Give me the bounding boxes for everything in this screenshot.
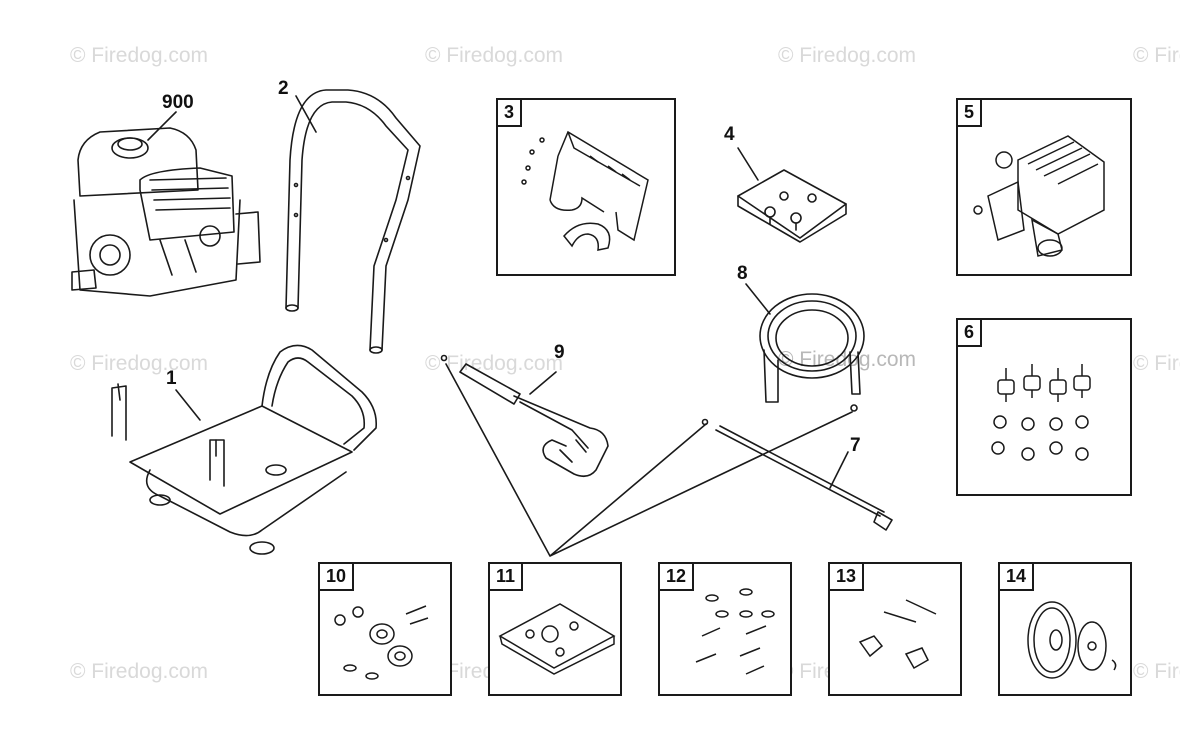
frame-drawing[interactable] (111, 344, 378, 555)
spray-gun-drawing[interactable] (440, 354, 609, 478)
box-number-12: 12 (660, 564, 695, 591)
holder-plate-drawing (498, 603, 616, 675)
watermark: © Firedog.com (425, 44, 564, 67)
box-number-13: 13 (830, 564, 865, 591)
leader-9 (529, 371, 557, 395)
bolts-washers-drawing (695, 588, 775, 675)
box-number-10: 10 (320, 564, 355, 591)
part-box-11[interactable]: 11 (488, 562, 622, 696)
part-box-14[interactable]: 14 (998, 562, 1132, 696)
lance-drawing[interactable] (701, 418, 893, 531)
watermark: © Firedog.com (70, 352, 209, 375)
leader-900 (147, 111, 177, 141)
leader-2 (295, 95, 317, 133)
part-box-3[interactable]: 3 (496, 98, 676, 276)
wheel-drawing (1027, 601, 1117, 679)
leader-4 (737, 147, 759, 181)
part-box-6[interactable]: 6 (956, 318, 1132, 496)
wheel-spacer-drawing (334, 605, 429, 680)
callout-9: 9 (554, 342, 565, 363)
leader-11 (445, 363, 853, 557)
box-number-3: 3 (498, 100, 523, 127)
box-number-5: 5 (958, 100, 983, 127)
hose-drawing[interactable] (759, 293, 865, 412)
leader-1 (175, 389, 201, 421)
callout-4: 4 (724, 124, 735, 145)
leader-8 (745, 283, 771, 315)
hardware-bag-drawing[interactable] (737, 169, 847, 243)
watermark: © Firedog.com (70, 44, 209, 67)
engine-drawing[interactable] (71, 127, 261, 297)
bracket-drawing (521, 130, 649, 251)
watermark: © Firedog.com (1133, 44, 1180, 67)
callout-900: 900 (162, 92, 194, 113)
watermark: © Firedog.com (70, 660, 209, 683)
callout-2: 2 (278, 78, 289, 99)
part-box-5[interactable]: 5 (956, 98, 1132, 276)
box-number-11: 11 (490, 564, 524, 591)
pump-drawing (973, 135, 1105, 257)
callout-7: 7 (850, 435, 861, 456)
part-box-10[interactable]: 10 (318, 562, 452, 696)
leader-7 (829, 451, 849, 489)
knob-bolts-drawing (858, 599, 937, 670)
box-number-6: 6 (958, 320, 983, 347)
mount-hardware-drawing (991, 364, 1091, 461)
box-number-14: 14 (1000, 564, 1035, 591)
callout-8: 8 (737, 263, 748, 284)
watermark: © Firedog.com (1133, 352, 1180, 375)
part-box-12[interactable]: 12 (658, 562, 792, 696)
watermark: © Firedog.com (1133, 660, 1180, 683)
watermark: © Firedog.com (778, 44, 917, 67)
part-box-13[interactable]: 13 (828, 562, 962, 696)
watermark: © Firedog.com (425, 352, 564, 375)
callout-1: 1 (166, 368, 177, 389)
handle-drawing[interactable] (285, 89, 421, 354)
